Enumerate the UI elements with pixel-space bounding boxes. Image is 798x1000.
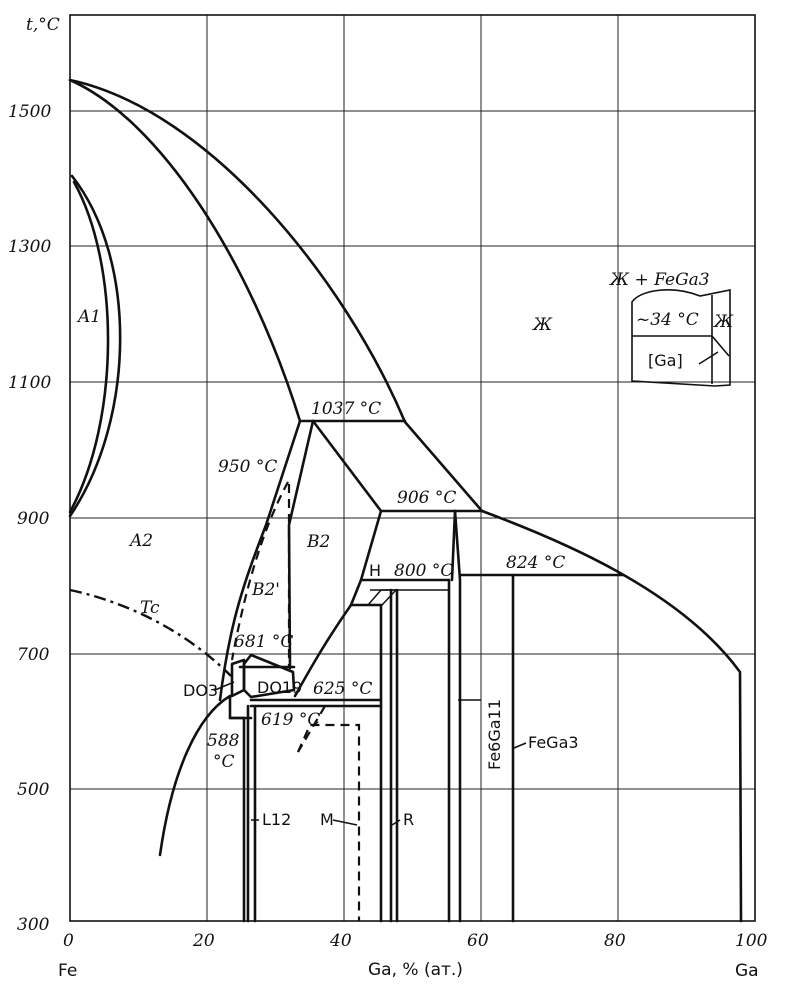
curie-tc-curve xyxy=(69,588,232,677)
element-fe: Fe xyxy=(58,961,77,981)
liquidus xyxy=(68,78,743,923)
y-axis-label: t,°C xyxy=(26,15,60,35)
leader-r xyxy=(391,819,401,826)
x-tick-20: 20 xyxy=(192,931,215,951)
temp-950: 950 °C xyxy=(218,457,277,477)
fe6ga11-pinnacle xyxy=(450,509,457,582)
inset-leader xyxy=(698,351,719,365)
a2-do3-lower xyxy=(158,694,232,857)
phase-h: H xyxy=(369,561,381,580)
plot-frame xyxy=(69,14,756,922)
y-tick-1500: 1500 xyxy=(8,102,51,122)
inset-outline xyxy=(631,289,731,387)
phase-m: M xyxy=(320,810,334,829)
y-tick-300: 300 xyxy=(17,915,50,935)
inset-liquid: Ж xyxy=(713,312,734,332)
leader-fega3 xyxy=(513,742,527,749)
x-tick-100: 100 xyxy=(735,931,768,951)
x-tick-40: 40 xyxy=(329,931,352,951)
inset-temp: ~34 °C xyxy=(636,310,699,330)
temp-588-unit: °C xyxy=(213,752,235,772)
phase-b2-prime: B2' xyxy=(251,580,280,600)
do3-box xyxy=(230,658,246,698)
fe6ga11-peak xyxy=(453,509,462,923)
x-tick-0: 0 xyxy=(63,931,74,951)
phase-tc: Tc xyxy=(140,598,160,618)
eutectic-inset: Ж + FeGa3 ~34 °C Ж [Ga] xyxy=(609,270,734,387)
y-tick-500: 500 xyxy=(17,780,50,800)
phase-do19: DO19 xyxy=(257,678,302,697)
a1-boundary-outer xyxy=(68,174,122,518)
x-tick-60: 60 xyxy=(467,931,489,951)
x-axis-label: Ga, % (ат.) xyxy=(368,960,463,980)
phase-r: R xyxy=(403,810,414,829)
h-phase-left xyxy=(349,509,383,607)
y-tick-1100: 1100 xyxy=(8,373,51,393)
temp-619: 619 °C xyxy=(261,710,320,730)
lower-left-box xyxy=(228,694,246,923)
phase-a2: A2 xyxy=(128,531,153,551)
temp-906: 906 °C xyxy=(397,488,456,508)
y-tick-900: 900 xyxy=(17,509,50,529)
dash-619-link xyxy=(297,705,326,753)
temp-824: 824 °C xyxy=(506,553,565,573)
leader-m xyxy=(332,819,358,826)
temp-1037: 1037 °C xyxy=(311,399,381,419)
phase-liquid: Ж xyxy=(532,315,553,335)
temp-800: 800 °C xyxy=(394,561,453,581)
a1-boundary-inner xyxy=(68,180,110,514)
b2-906-line xyxy=(311,419,383,513)
element-ga: Ga xyxy=(735,961,759,981)
y-tick-1300: 1300 xyxy=(8,237,51,257)
x-tick-80: 80 xyxy=(604,931,626,951)
inset-ga: [Ga] xyxy=(648,351,683,370)
y-tick-labels: 1500 1300 1100 900 700 500 300 xyxy=(8,102,51,935)
temp-625: 625 °C xyxy=(313,679,372,699)
phase-fe6ga11: Fe6Ga11 xyxy=(485,699,504,770)
grid xyxy=(70,15,755,921)
phase-l12: L12 xyxy=(262,810,291,829)
b2-prime-boundary xyxy=(230,481,289,661)
y-tick-700: 700 xyxy=(17,645,50,665)
temp-588: 588 xyxy=(207,731,240,751)
inset-top-label: Ж + FeGa3 xyxy=(609,270,710,290)
phase-a1: A1 xyxy=(76,307,101,327)
solidus xyxy=(68,78,302,423)
phase-b2: B2 xyxy=(306,532,330,552)
temp-681: 681 °C xyxy=(234,632,293,652)
phase-do3: DO3 xyxy=(183,681,218,700)
x-tick-labels: 0 20 40 60 80 100 xyxy=(63,931,768,951)
phase-fega3: FeGa3 xyxy=(528,733,579,752)
leader-do3 xyxy=(214,681,235,691)
b2-lower-left xyxy=(293,603,383,923)
inset-divider-d xyxy=(711,335,730,357)
